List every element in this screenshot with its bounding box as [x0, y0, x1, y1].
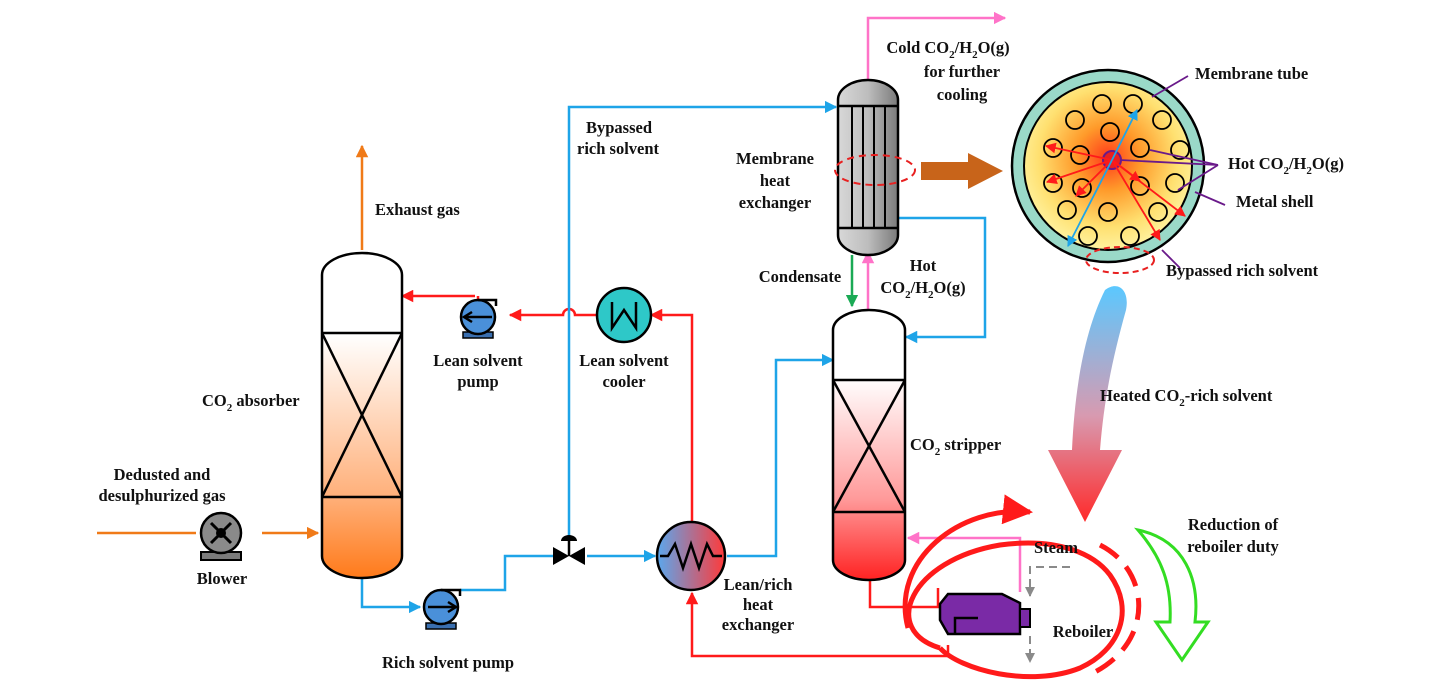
reboiler-label: Reboiler [1053, 622, 1113, 641]
lean-solvent-cooler [595, 286, 653, 344]
cold-vapor-outlet-line [866, 11, 1007, 80]
rich-solvent-pump [422, 588, 462, 630]
cold-vapor-label-2: for further [924, 62, 1000, 81]
lean-cooler-to-pump-line [508, 307, 597, 322]
lean-pump-label-1: Lean solvent [433, 351, 523, 370]
reboiler [938, 592, 1031, 636]
reboiler-duty-loop-top [902, 494, 1033, 629]
membrane-cross-section [1010, 68, 1226, 274]
metal-shell-label: Metal shell [1236, 192, 1314, 211]
dedusted-gas-label-1: Dedusted and [114, 465, 211, 484]
membrane-hx-label-3: exchanger [739, 193, 811, 212]
reduction-arrow [1133, 527, 1211, 663]
detail-arrow [921, 153, 1003, 189]
membrane-hx-label-2: heat [760, 171, 791, 190]
exhaust-gas-label: Exhaust gas [375, 200, 460, 219]
steam-in-line [1025, 566, 1070, 597]
blower-label: Blower [197, 569, 247, 588]
bypassed-label-2: rich solvent [577, 139, 660, 158]
reduction-label-2: reboiler duty [1187, 537, 1279, 556]
heated-solvent-arrow [1048, 286, 1127, 522]
hot-vapor-label-2: CO2/H2O(g) [880, 278, 965, 301]
lean-solvent-pump [459, 298, 498, 339]
membrane-hx-label-1: Membrane [736, 149, 814, 168]
bypassed-rich-solvent-label: Bypassed rich solvent [1166, 261, 1319, 280]
co2-stripper-label: CO2 stripper [910, 435, 1001, 458]
lean-rich-label-1: Lean/rich [724, 575, 793, 594]
blower [199, 511, 243, 561]
lean-cooler-label-2: cooler [602, 372, 645, 391]
membrane-heat-exchanger [834, 78, 916, 257]
rich-exchanger-to-stripper-line [727, 353, 835, 558]
membrane-tube-label: Membrane tube [1195, 64, 1308, 83]
lean-to-exchanger-line [685, 591, 950, 658]
rich-pump-to-valve-line [460, 554, 553, 592]
condensate-label: Condensate [759, 267, 842, 286]
bypassed-label-1: Bypassed [586, 118, 652, 137]
steam-return-line [906, 531, 1022, 592]
reboiler-duty-loop [906, 540, 1125, 680]
co2-absorber [320, 251, 404, 580]
co2-absorber-label: CO2 absorber [202, 391, 300, 414]
lean-rich-heat-exchanger [655, 520, 727, 592]
lean-pump-label-2: pump [457, 372, 498, 391]
bypass-to-membrane-line [567, 100, 838, 540]
rich-absorber-to-pump-line [360, 578, 422, 614]
co2-stripper [831, 308, 907, 582]
reduction-label-1: Reduction of [1188, 515, 1279, 534]
cold-vapor-label-1: Cold CO2/H2O(g) [886, 38, 1009, 61]
lean-rich-label-2: heat [743, 595, 774, 614]
steam-label: Steam [1034, 538, 1078, 557]
rich-pump-label: Rich solvent pump [382, 653, 514, 672]
membrane-to-stripper-line [898, 216, 987, 344]
heated-solvent-label: Heated CO2-rich solvent [1100, 386, 1273, 409]
dedusted-gas-label-2: desulphurized gas [99, 486, 227, 505]
hot-vapor-label-1: Hot [910, 256, 937, 275]
lean-cooler-label-1: Lean solvent [579, 351, 669, 370]
hot-co2-label: Hot CO2/H2O(g) [1228, 154, 1344, 177]
lean-rich-label-3: exchanger [722, 615, 794, 634]
cold-vapor-label-3: cooling [937, 85, 988, 104]
lean-exchanger-to-cooler-line [649, 308, 694, 526]
reboiler-duty-dashed [1093, 542, 1142, 675]
control-valve [553, 535, 585, 565]
